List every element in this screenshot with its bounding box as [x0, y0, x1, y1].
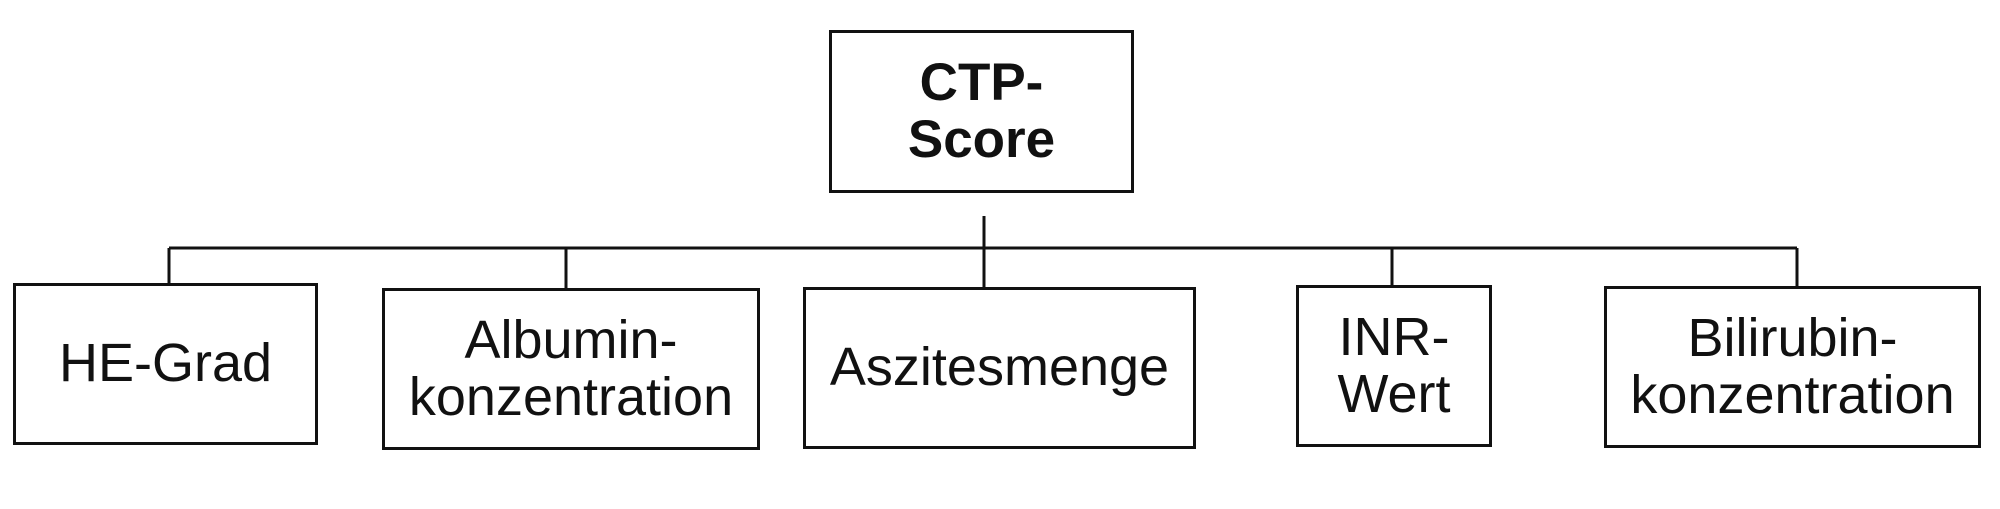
box-albuminkonzentration: Albumin- konzentration: [382, 288, 760, 450]
box-albumin-label-line1: Albumin-: [464, 309, 678, 370]
box-bilirubin-label-line2: konzentration: [1630, 365, 1955, 425]
box-inr-wert: INR- Wert: [1296, 285, 1492, 447]
box-inr-label-line2: Wert: [1337, 364, 1451, 424]
root-label-line2: Score: [907, 109, 1056, 169]
box-he-grad-label: HE-Grad: [58, 333, 273, 394]
box-aszites-label: Aszitesmenge: [829, 337, 1170, 398]
box-inr-label-line1: INR-: [1338, 306, 1450, 367]
box-albumin-label-line2: konzentration: [408, 367, 734, 427]
root-label-line1: CTP-: [919, 53, 1044, 113]
box-bilirubinkonzentration: Bilirubin- konzentration: [1604, 286, 1981, 448]
box-aszitesmenge: Aszitesmenge: [803, 287, 1196, 449]
box-he-grad: HE-Grad: [13, 283, 318, 445]
root-box-ctp-score: CTP- Score: [829, 30, 1134, 193]
box-bilirubin-label-line1: Bilirubin-: [1687, 307, 1898, 368]
